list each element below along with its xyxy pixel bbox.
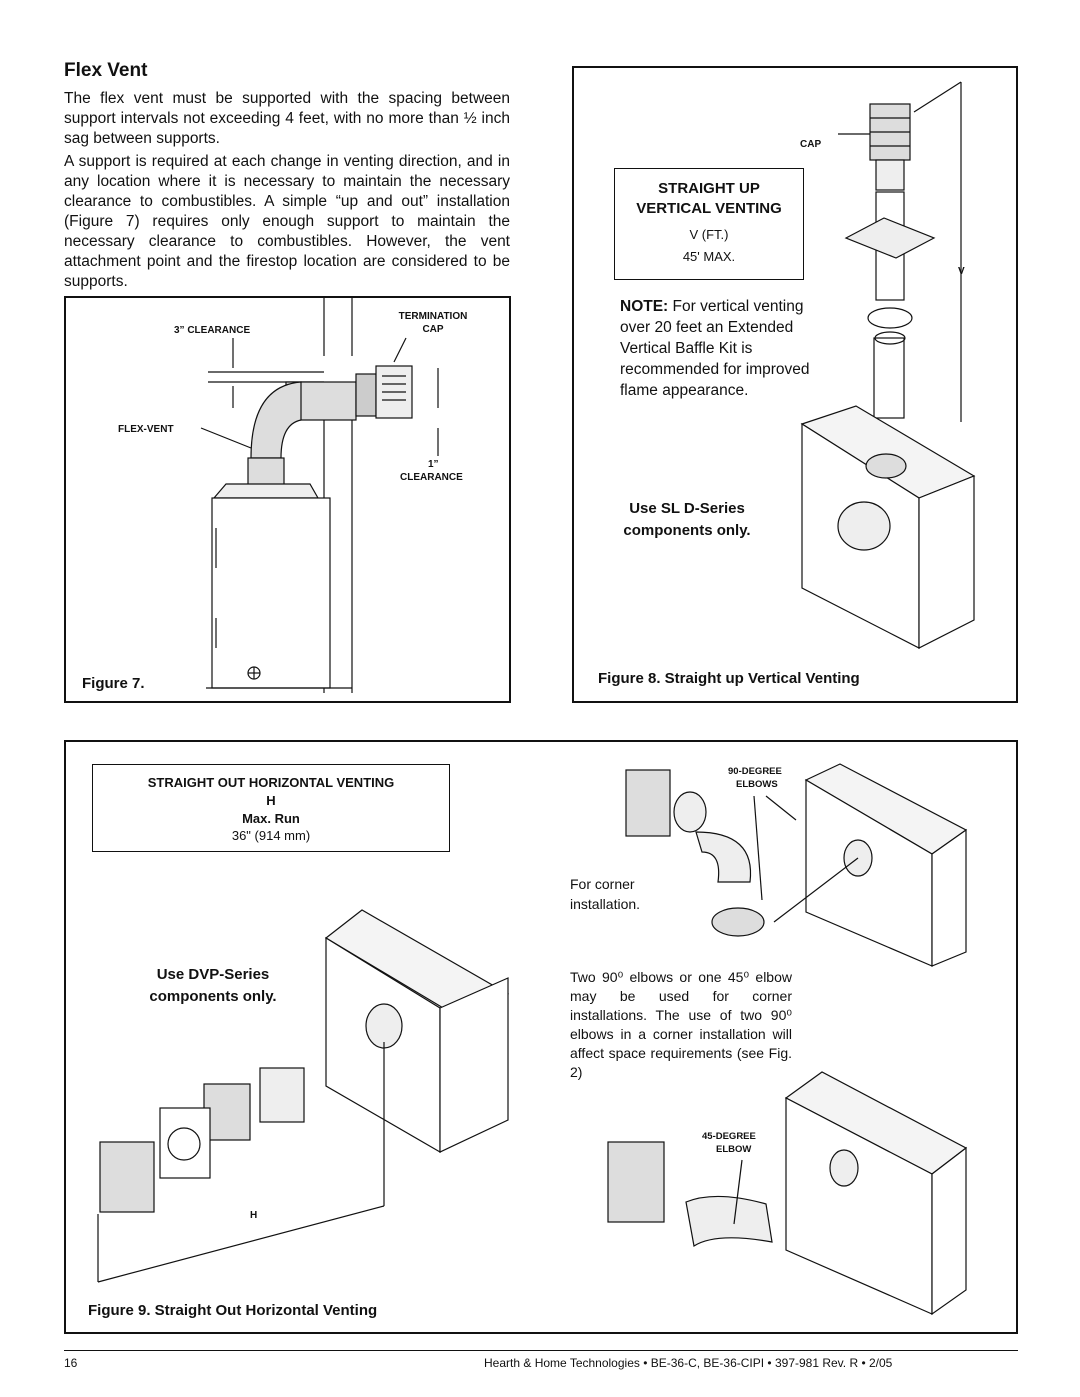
figure-7-caption: Figure 7.: [82, 675, 145, 692]
horizontal-box-maxrun: Max. Run: [242, 811, 300, 826]
footer-text: Hearth & Home Technologies • BE-36-C, BE…: [484, 1356, 893, 1370]
figure-9: STRAIGHT OUT HORIZONTAL VENTING H Max. R…: [64, 740, 1018, 1334]
horizontal-venting-box: STRAIGHT OUT HORIZONTAL VENTING H Max. R…: [92, 764, 450, 852]
straight-up-title-1: STRAIGHT UP: [658, 180, 760, 197]
use-dvp-series: Use DVP-Series components only.: [128, 964, 298, 1008]
figure-8: CAP STRAIGHT UP VERTICAL VENTING V (FT.)…: [572, 66, 1018, 703]
label-3in-clearance: 3” CLEARANCE: [174, 325, 251, 336]
horizontal-box-title: STRAIGHT OUT HORIZONTAL VENTING: [147, 775, 395, 790]
section-title: Flex Vent: [64, 60, 148, 81]
label-v: V: [958, 266, 965, 277]
label-termination: TERMINATION: [398, 311, 468, 322]
figure-7-illustration: [200, 298, 439, 693]
footer-rule: [64, 1350, 1018, 1351]
figure-8-illustration: [800, 81, 976, 649]
page-number: 16: [64, 1356, 78, 1370]
use-sl-line2: components only.: [623, 522, 751, 539]
note-text: For vertical venting over 20 feet an Ext…: [620, 298, 810, 399]
use-dvp-line2: components only.: [149, 988, 277, 1005]
vertical-venting-note: NOTE: For vertical venting over 20 feet …: [620, 296, 812, 401]
paragraph-support-required: A support is required at each change in …: [64, 153, 510, 290]
paragraph-support-spacing: The flex vent must be supported with the…: [64, 90, 510, 147]
use-sl-d-series: Use SL D-Series components only.: [614, 498, 760, 542]
label-termination-cap: CAP: [422, 324, 444, 335]
corner-installation-text: For corner installation.: [570, 876, 641, 912]
label-cap: CAP: [800, 139, 822, 150]
figure-9-caption: Figure 9. Straight Out Horizontal Ventin…: [88, 1302, 378, 1319]
use-sl-line1: Use SL D-Series: [629, 500, 745, 517]
elbow-usage-text: Two 90⁰ elbows or one 45⁰ elbow may be u…: [570, 969, 792, 1080]
straight-up-box: STRAIGHT UP VERTICAL VENTING V (FT.) 45'…: [614, 168, 804, 280]
horizontal-box-h: H: [266, 793, 276, 808]
label-flex-vent: FLEX-VENT: [118, 424, 174, 435]
straight-up-title-2: VERTICAL VENTING: [636, 200, 782, 217]
horizontal-box-value: 36" (914 mm): [231, 828, 311, 843]
label-clearance: CLEARANCE: [400, 472, 463, 483]
label-1in: 1”: [428, 459, 439, 470]
use-dvp-line1: Use DVP-Series: [156, 966, 270, 983]
label-45-elbow: ELBOW: [716, 1144, 752, 1155]
figure-8-caption: Figure 8. Straight up Vertical Venting: [598, 670, 860, 687]
figure-7: 3” CLEARANCE TERMINATION CAP FLEX-VENT 1…: [64, 296, 511, 703]
label-elbows: ELBOWS: [736, 779, 778, 790]
label-h: H: [250, 1210, 258, 1221]
note-label: NOTE:: [620, 298, 669, 315]
straight-up-max: 45' MAX.: [682, 249, 736, 264]
straight-up-v-ft: V (FT.): [689, 227, 729, 242]
label-45-degree: 45-DEGREE: [702, 1131, 756, 1142]
label-90-degree: 90-DEGREE: [728, 766, 782, 777]
figure-9-illustration: [97, 763, 968, 1316]
